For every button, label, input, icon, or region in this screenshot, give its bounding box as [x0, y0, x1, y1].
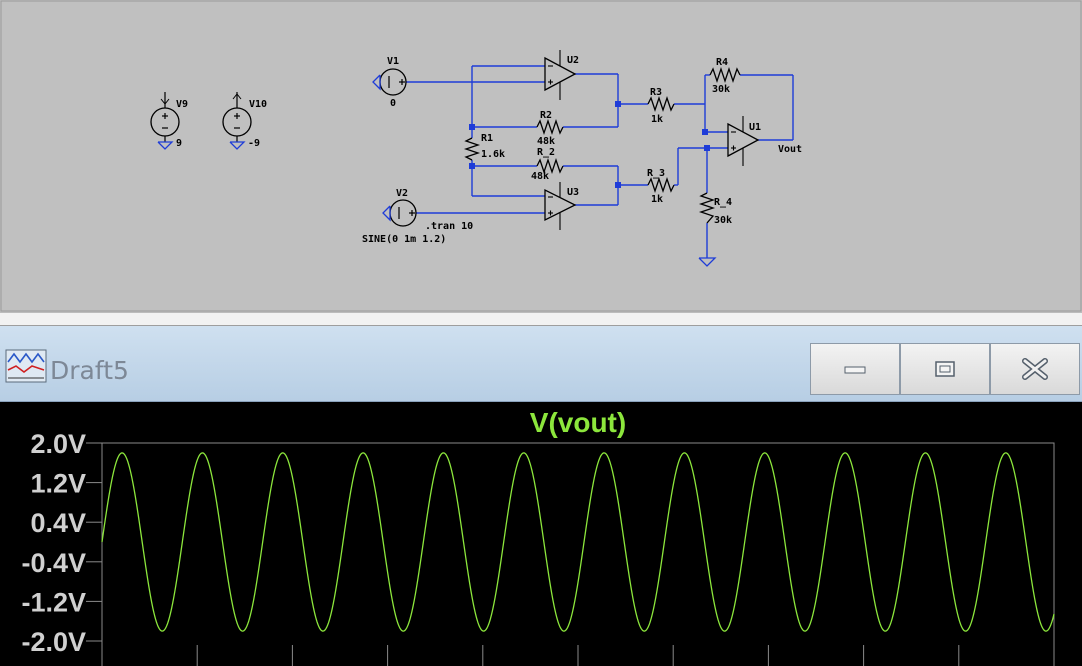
tran-directive: .tran 10 — [425, 221, 473, 232]
resistor-symbols — [463, 66, 741, 224]
minimize-button[interactable] — [810, 343, 900, 395]
v10-value: -9 — [248, 138, 260, 149]
u3-label: U3 — [567, 187, 579, 198]
voltage-source-symbols — [150, 68, 417, 227]
schematic-background — [0, 0, 1082, 312]
y-tick-label: 0.4V — [30, 508, 86, 538]
v10-label: V10 — [249, 99, 267, 110]
plot-window-title: Draft5 — [50, 356, 129, 385]
plot-frame — [101, 442, 1055, 666]
r3-label: R3 — [650, 87, 662, 98]
y-axis-tick-labels: 2.0V 1.2V 0.4V -0.4V -1.2V -2.0V — [21, 429, 86, 657]
v2-label: V2 — [396, 188, 408, 199]
waveform-plot[interactable]: V(vout) 2.0V 1.2V 0.4V -0.4V -1.2V -2.0V — [0, 402, 1082, 666]
maximize-button[interactable] — [900, 343, 990, 395]
u1-label: U1 — [749, 122, 761, 133]
pane-splitter[interactable] — [0, 312, 1082, 326]
r4-resistor — [709, 66, 741, 84]
v1-value: 0 — [390, 98, 396, 109]
r2-label: R2 — [540, 110, 552, 121]
v9-label: V9 — [176, 99, 188, 110]
trace-name-label[interactable]: V(vout) — [530, 407, 626, 438]
vout-net-label: Vout — [778, 144, 802, 155]
v1-label: V1 — [387, 56, 399, 67]
v10-source — [222, 107, 252, 137]
schematic-canvas[interactable]: V9 9 V10 -9 V1 0 V2 SINE(0 1m 1.2) .tran… — [0, 0, 1082, 312]
r-3-value: 1k — [651, 194, 663, 205]
waveform-viewer-icon — [5, 349, 47, 383]
maximize-icon — [935, 361, 955, 377]
r4-value: 30k — [712, 84, 730, 95]
wire-junctions — [469, 101, 710, 188]
opamp-pin-marks — [548, 50, 744, 230]
schematic-border — [0, 0, 1082, 312]
ground-symbols — [157, 74, 717, 267]
wires — [402, 65, 794, 258]
r1-resistor — [463, 137, 481, 161]
plot-background — [0, 402, 1082, 666]
r4-label: R4 — [716, 57, 728, 68]
close-icon — [1022, 358, 1048, 380]
supply-arrows — [160, 93, 242, 105]
r-2-value: 48k — [531, 171, 549, 182]
v9-value: 9 — [176, 138, 182, 149]
r3-resistor — [647, 95, 675, 113]
v9-source — [150, 107, 180, 137]
y-tick-label: -1.2V — [21, 587, 86, 617]
plot-window-titlebar[interactable]: Draft5 — [0, 326, 1082, 402]
v2-value: SINE(0 1m 1.2) — [362, 234, 446, 245]
r-4-label: R_4 — [714, 197, 732, 208]
r2-resistor — [536, 118, 564, 136]
y-tick-label: 2.0V — [30, 429, 86, 459]
y-tick-label: 1.2V — [30, 469, 86, 499]
r-2-label: R_2 — [537, 147, 555, 158]
plot-grid — [86, 442, 1055, 666]
r1-value: 1.6k — [481, 149, 505, 160]
r-4-resistor — [698, 192, 716, 224]
r-4-value: 30k — [714, 215, 732, 226]
r3-value: 1k — [651, 114, 663, 125]
source-marks — [162, 76, 415, 219]
u2-label: U2 — [567, 55, 579, 66]
y-tick-label: -2.0V — [21, 627, 86, 657]
r-3-label: R_3 — [647, 168, 665, 179]
vout-trace — [101, 452, 1055, 632]
close-button[interactable] — [990, 343, 1080, 395]
r-2-resistor — [536, 157, 564, 175]
r2-value: 48k — [537, 136, 555, 147]
r1-label: R1 — [481, 133, 493, 144]
minimize-icon — [844, 366, 866, 374]
r-3-resistor — [647, 176, 675, 194]
y-tick-label: -0.4V — [21, 548, 86, 578]
